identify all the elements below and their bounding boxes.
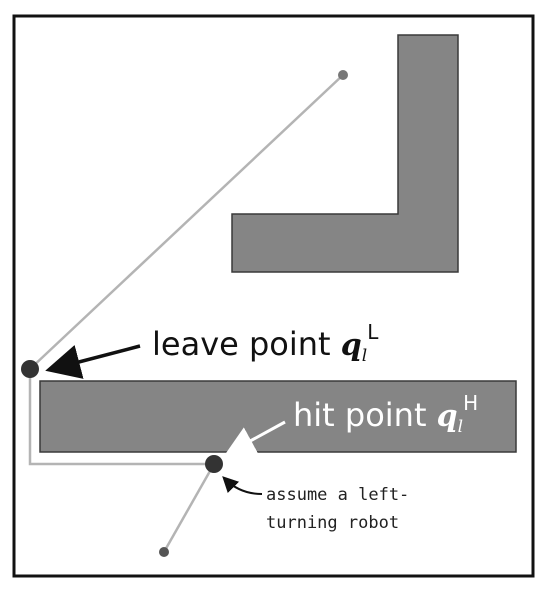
leave-point-arrow — [45, 344, 141, 379]
hit-point-label: hit point qlH — [293, 391, 478, 437]
path-boundary-following — [28, 371, 214, 466]
leave-point-text: leave point — [152, 325, 341, 363]
path-start-to-hit — [162, 463, 216, 553]
hit-point-text: hit point — [293, 396, 437, 434]
l-shaped-obstacle — [231, 34, 459, 273]
leave-point-var: q — [341, 328, 362, 363]
note-line-2: turning robot — [266, 513, 399, 533]
hit-point-dot — [205, 455, 223, 473]
leave-point-dot — [21, 360, 39, 378]
hit-point-sup: H — [463, 391, 478, 415]
hit-point-sub: l — [458, 417, 463, 437]
start-point — [159, 547, 169, 557]
hit-point-var: q — [437, 399, 458, 434]
hit-point-arrow — [224, 420, 286, 455]
path-leave-to-goal — [29, 74, 344, 370]
leave-point-label: leave point qlL — [152, 320, 379, 366]
bar-obstacle — [39, 380, 517, 453]
goal-point — [338, 70, 348, 80]
leave-point-sub: l — [362, 346, 367, 366]
note-arrow — [222, 476, 263, 495]
leave-point-sup: L — [367, 320, 379, 344]
note-line-1: assume a left- — [266, 485, 409, 505]
